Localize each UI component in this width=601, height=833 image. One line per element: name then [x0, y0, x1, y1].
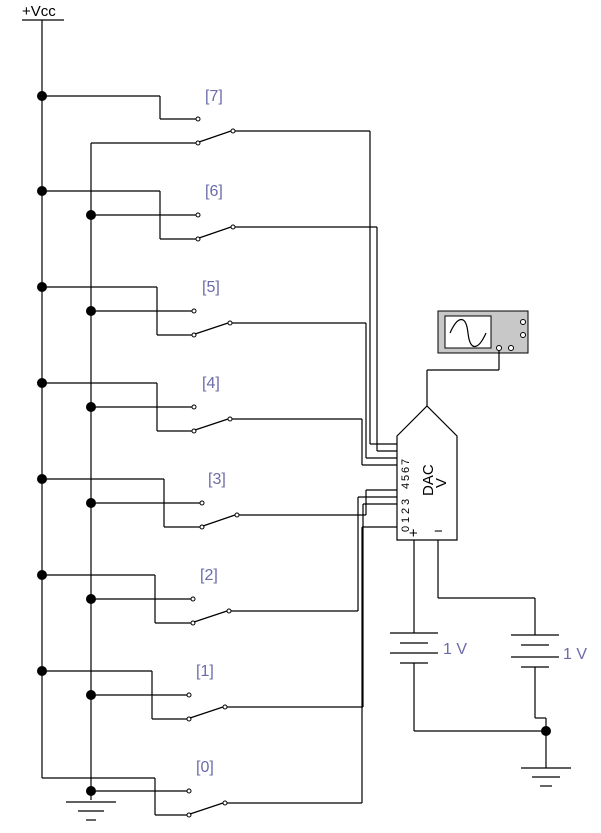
dac-minus-terminal: − [434, 523, 443, 540]
dac[interactable]: 0 1 2 3 4 5 6 7 DAC V + − [396, 405, 458, 542]
dac-label: DAC [420, 464, 437, 496]
dac-pin-2: 2 [400, 508, 412, 514]
sine-wave-icon [449, 318, 487, 348]
switch-0-label: [0] [196, 759, 214, 776]
switch-6-label: [6] [205, 183, 223, 200]
dac-pin-0: 0 [400, 526, 412, 532]
battery-ref-minus[interactable]: 1 V [437, 540, 587, 768]
switch-6[interactable]: [6] [37, 183, 397, 452]
battery-ref-minus-label: 1 V [563, 646, 587, 663]
dac-pin-1: 1 [400, 517, 412, 523]
switch-2[interactable]: [2] [37, 496, 397, 626]
vcc-supply: +Vcc [22, 3, 64, 778]
dac-mode-label: V [433, 478, 450, 488]
switch-1[interactable]: [1] [37, 503, 397, 722]
switch-4-label: [4] [202, 375, 220, 392]
dac-plus-terminal: + [409, 525, 418, 542]
oscilloscope[interactable] [426, 310, 529, 406]
switch-5-label: [5] [202, 279, 220, 296]
dac-pin-7: 7 [400, 459, 412, 465]
dac-pin-6: 6 [400, 467, 412, 473]
dac-pin-3: 3 [400, 499, 412, 505]
switch-3-label: [3] [208, 471, 226, 488]
ground-ref [521, 726, 571, 787]
switch-2-label: [2] [200, 567, 218, 584]
switch-5[interactable]: [5] [37, 279, 397, 459]
battery-ref-plus-label: 1 V [443, 641, 467, 658]
switch-1-label: [1] [196, 663, 214, 680]
vcc-label: +Vcc [22, 3, 56, 20]
ground-rail [42, 143, 155, 821]
switch-4[interactable]: [4] [37, 375, 397, 466]
switch-3[interactable]: [3] [37, 471, 397, 530]
dac-pin-4: 4 [400, 483, 412, 489]
switch-7[interactable]: [7] [37, 88, 397, 445]
switch-7-label: [7] [205, 88, 223, 105]
battery-ref-plus[interactable]: 1 V [390, 540, 546, 732]
switch-0[interactable]: [0] [86, 526, 397, 818]
dac-pin-5: 5 [400, 475, 412, 481]
